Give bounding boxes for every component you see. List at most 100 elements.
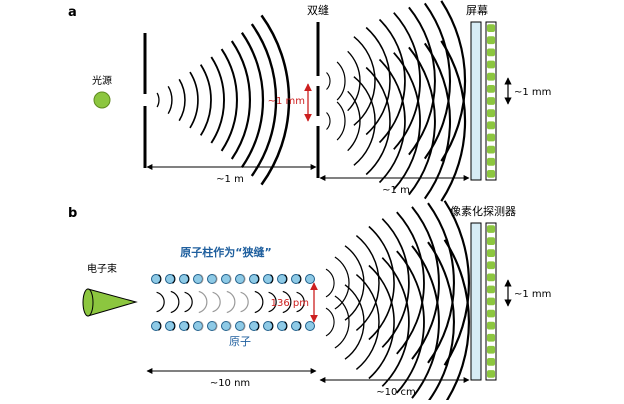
light-source: [93, 91, 111, 109]
fringe-band: [487, 72, 495, 81]
wavefront-arc: [270, 321, 274, 331]
atom: [277, 321, 287, 331]
panel-a: a 光源 双缝 ~1 mm 屏幕 ~1 mm ~1 m ~1 m: [68, 0, 551, 202]
wavefront-arc: [344, 284, 365, 360]
atom: [263, 321, 273, 331]
fringe-band: [487, 345, 495, 354]
pixelated-detector: [470, 222, 482, 381]
wavefront-arc: [440, 0, 467, 162]
atom-columns-label: 原子柱作为“狭缝”: [180, 245, 271, 259]
atom-spacing-label: 136 pm: [271, 298, 309, 309]
wavefront-arc: [186, 321, 190, 331]
wavefront-arc: [199, 64, 212, 136]
screen-label: 屏幕: [466, 3, 488, 17]
wavefront-arc: [158, 274, 162, 284]
wavefront-arc: [427, 202, 455, 364]
wavefront-arc: [284, 321, 288, 331]
slit-separation-label: ~1 mm: [268, 96, 305, 107]
wavefronts-double-slit: [326, 0, 467, 202]
atom: [221, 274, 231, 284]
fringe-band: [487, 133, 495, 142]
atom: [249, 274, 259, 284]
fringe-band: [487, 358, 495, 366]
wavefront-arc: [250, 23, 278, 177]
wavefronts-electron: [156, 200, 470, 404]
fringe-band: [487, 157, 495, 166]
wavefront-arc: [228, 321, 232, 331]
wavefront-arc: [355, 235, 380, 331]
atom: [305, 321, 315, 331]
screen: [470, 21, 482, 181]
wavefront-arc: [212, 291, 221, 313]
wavefront-arc: [353, 76, 376, 166]
fringe-band: [487, 36, 495, 45]
wavefront-arc: [365, 26, 391, 136]
wavefront-arc: [365, 66, 391, 176]
wavefront-arc: [242, 321, 246, 331]
wavefront-arc: [156, 92, 160, 108]
atom: [165, 321, 175, 331]
wavefront-arc: [393, 12, 421, 150]
wavefront-arc: [396, 250, 425, 394]
distance-label-b2: ~10 cm: [376, 387, 416, 398]
fringe-band: [487, 237, 495, 245]
atom: [249, 321, 259, 331]
distance-label-a1: ~1 m: [216, 174, 244, 185]
wavefront-arc: [427, 241, 455, 403]
fringe-band: [487, 170, 495, 178]
wavefront-arc: [200, 321, 204, 331]
wavefront-arc: [325, 268, 335, 298]
wavefront-arc: [423, 2, 452, 160]
wavefront-arc: [381, 218, 410, 348]
fringe-band: [487, 145, 495, 154]
panel-a-letter: a: [68, 5, 77, 20]
wavefront-arc: [368, 264, 395, 380]
pattern-size-label-b: ~1 mm: [514, 289, 551, 300]
atom: [291, 321, 301, 331]
fringe-band: [487, 85, 495, 93]
wavefront-arc: [228, 274, 232, 284]
wavefront-arc: [268, 291, 277, 313]
atom: [151, 274, 161, 284]
wavefront-arc: [172, 274, 176, 284]
fringe-band: [487, 285, 495, 294]
wavefront-arc: [326, 112, 331, 130]
wavefront-arc: [170, 290, 180, 314]
wavefront-arc: [344, 245, 365, 321]
wavefront-arc: [296, 291, 305, 313]
fringe-band: [487, 97, 495, 105]
atom: [235, 321, 245, 331]
wavefront-arc: [284, 274, 288, 284]
wavefront-arc: [214, 274, 218, 284]
panel-b: b 电子束 原子柱作为“狭缝” 原子 136 pm 像素化探测器 ~1 mm ~…: [68, 200, 551, 404]
wavefront-arc: [214, 321, 218, 331]
wavefront-arc: [347, 90, 361, 152]
atom: [207, 274, 217, 284]
wavefront-arc: [336, 61, 346, 101]
fringe-band: [487, 121, 495, 130]
interference-fringes-b: [487, 225, 495, 378]
atom: [277, 274, 287, 284]
wavefront-arc: [411, 206, 440, 360]
atom: [305, 274, 315, 284]
wavefront-arc: [334, 256, 350, 310]
fringe-band: [487, 225, 495, 233]
atom: [235, 274, 245, 284]
wavefront-arc: [408, 6, 436, 156]
wavefront-arc: [230, 40, 251, 160]
fringe-band: [487, 370, 495, 378]
wavefront-arc: [256, 274, 260, 284]
wavefront-arc: [270, 274, 274, 284]
atom: [179, 274, 189, 284]
distance-label-b1: ~10 nm: [210, 378, 250, 389]
fringe-band: [487, 48, 495, 57]
atom: [207, 321, 217, 331]
wavefront-arc: [242, 274, 246, 284]
wavefront-arc: [198, 290, 208, 314]
fringe-band: [487, 261, 495, 270]
distance-label-a2: ~1 m: [382, 185, 410, 196]
wavefront-arc: [347, 50, 361, 112]
wavefront-arc: [381, 257, 410, 387]
